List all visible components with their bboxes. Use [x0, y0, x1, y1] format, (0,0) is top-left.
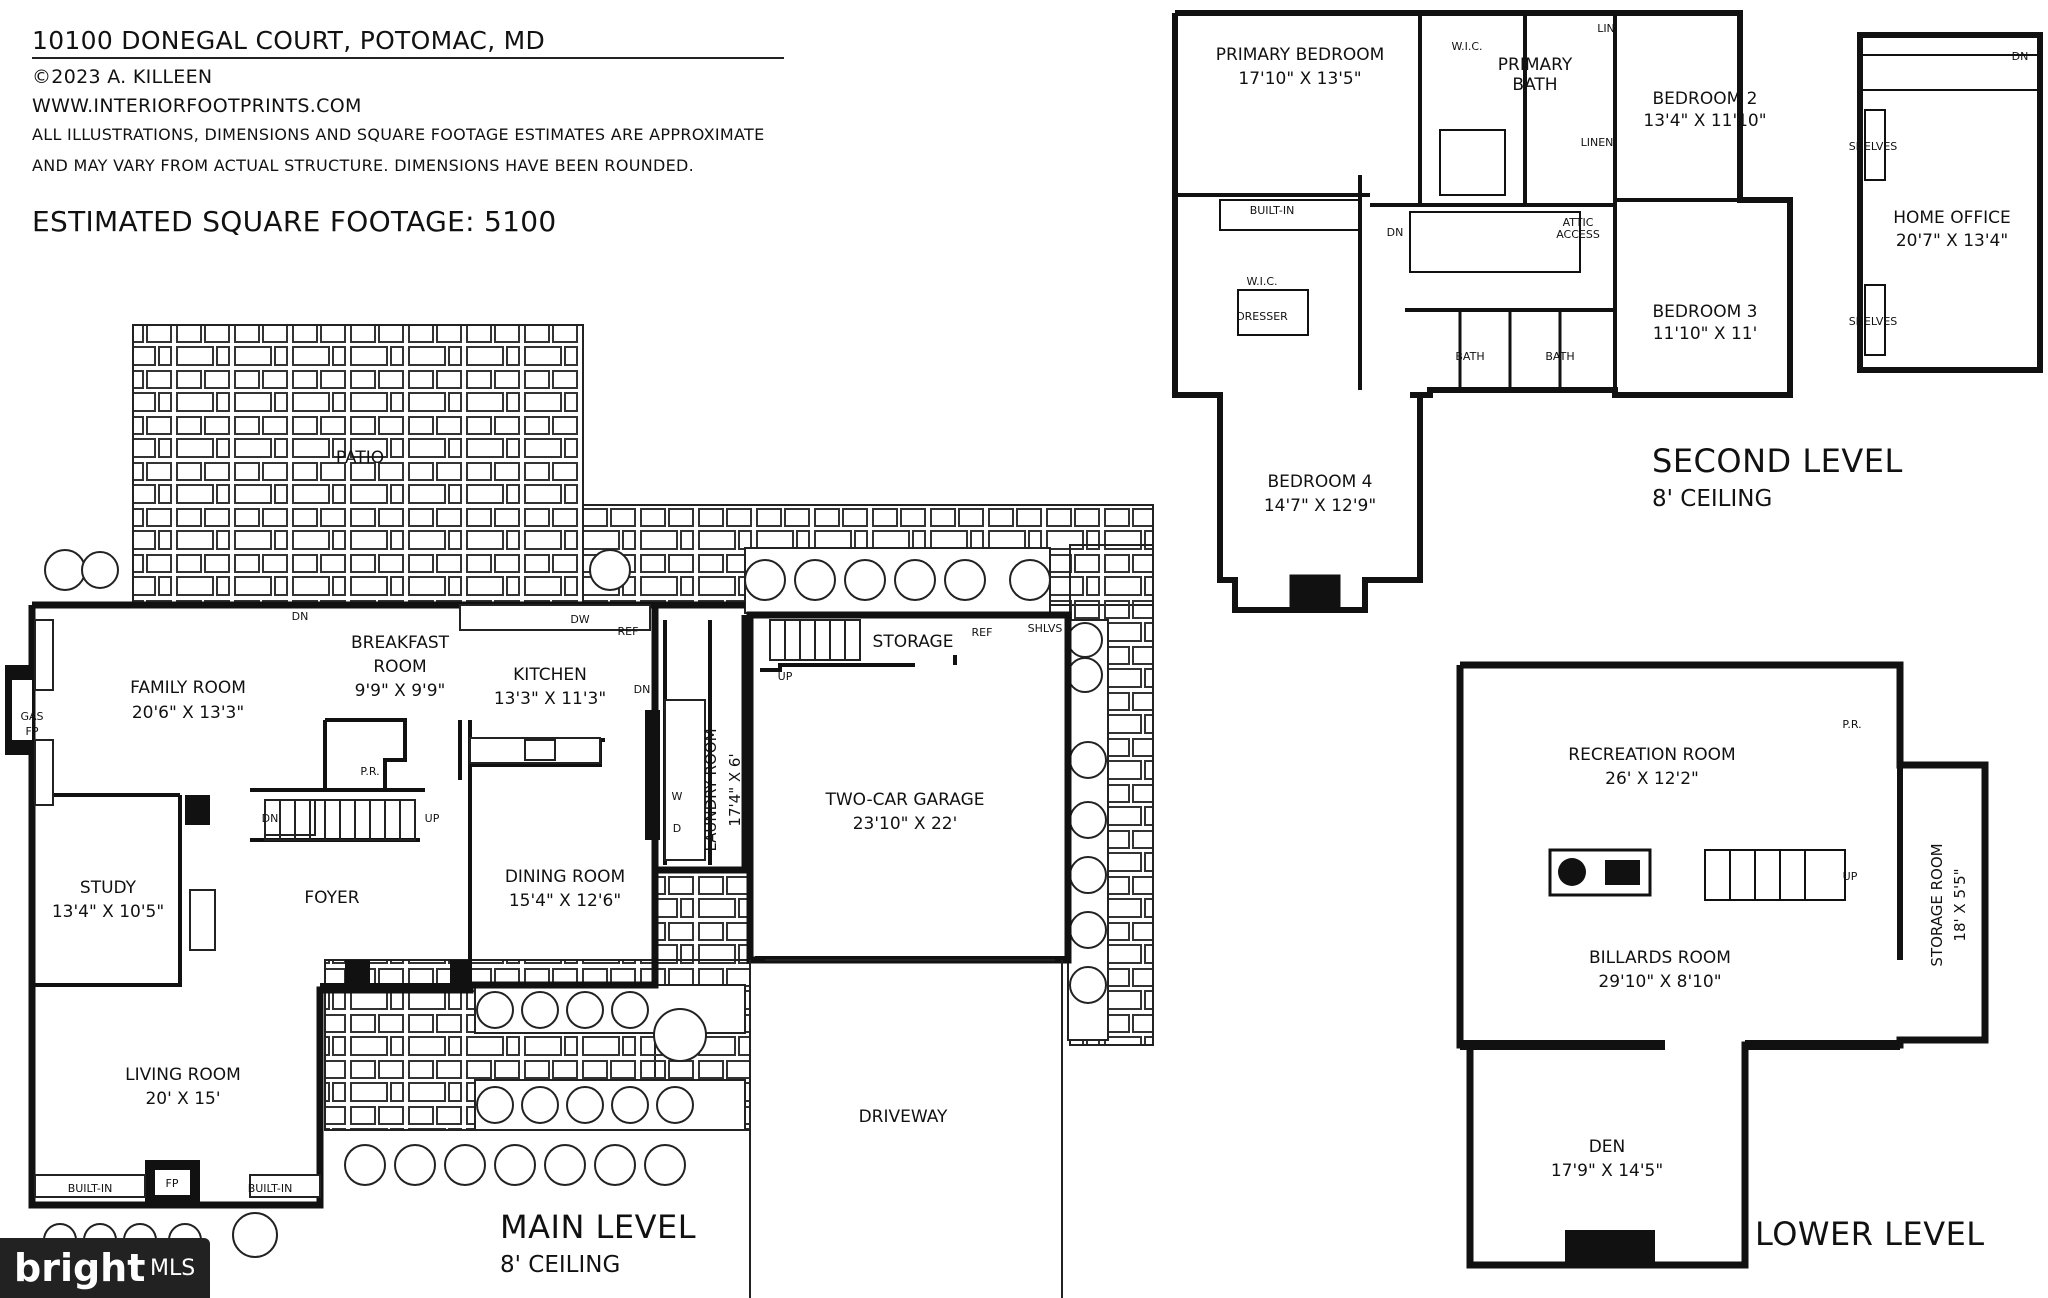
ref-label: REF [618, 625, 639, 638]
living-fp-label: FP [166, 1177, 179, 1190]
bright-mls-logo: bright MLS [0, 1238, 210, 1298]
bath-b-label: BATH [1545, 350, 1574, 363]
bedroom-4-label: BEDROOM 4 [1268, 472, 1373, 492]
linen-label: LINEN [1581, 136, 1614, 149]
primary-bedroom-label: PRIMARY BEDROOM [1216, 45, 1385, 65]
lower-up-label: UP [1843, 870, 1858, 883]
foyer-label: FOYER [304, 888, 359, 908]
primary-bedroom-dims: 17'10" X 13'5" [1238, 69, 1361, 89]
breakfast-room-label-1: BREAKFAST [351, 633, 450, 653]
attic-access-label-1: ATTIC [1563, 216, 1594, 229]
bedroom-2-dims: 13'4" X 11'10" [1643, 111, 1766, 131]
main-level-ceiling: 8' CEILING [500, 1252, 621, 1278]
second-level-plan [1172, 10, 2043, 613]
home-office-label: HOME OFFICE [1893, 208, 2011, 228]
kitchen-label: KITCHEN [513, 665, 587, 685]
second-dn-label: DN [1387, 226, 1404, 239]
driveway-label: DRIVEWAY [859, 1107, 948, 1127]
built-in-left-label: BUILT-IN [68, 1182, 113, 1195]
logo-brand: bright [14, 1246, 146, 1290]
second-level-title: SECOND LEVEL [1652, 442, 1903, 480]
website-link[interactable]: WWW.INTERIORFOOTPRINTS.COM [32, 95, 362, 117]
garage-label: TWO-CAR GARAGE [824, 790, 984, 810]
lower-powder-room-label: P.R. [1842, 718, 1861, 731]
primary-bath-label-2: BATH [1512, 75, 1557, 95]
patio-label: PATIO [336, 448, 384, 468]
bath-a-label: BATH [1455, 350, 1484, 363]
billiards-room-label: BILLARDS ROOM [1589, 948, 1731, 968]
garage-dims: 23'10" X 22' [853, 814, 958, 834]
powder-room-label: P.R. [360, 765, 379, 778]
garage-ref-label: REF [972, 626, 993, 639]
recreation-room-dims: 26' X 12'2" [1605, 769, 1699, 789]
garage-up-label: UP [778, 670, 793, 683]
attic-access-label-2: ACCESS [1556, 228, 1600, 241]
shelves-label-top: SHELVES [1849, 140, 1898, 153]
square-footage-estimate: ESTIMATED SQUARE FOOTAGE: 5100 [32, 205, 557, 238]
kitchen-dims: 13'3" X 11'3" [494, 689, 606, 709]
main-level-plan [5, 324, 1154, 1298]
home-office-dims: 20'7" X 13'4" [1896, 231, 2008, 251]
patio-area [132, 324, 584, 606]
dresser-label: DRESSER [1236, 310, 1288, 323]
gas-fp-label-2: FP [26, 725, 39, 738]
gas-fp-label-1: GAS [20, 710, 43, 723]
den-label: DEN [1589, 1137, 1626, 1157]
second-level-ceiling: 8' CEILING [1652, 486, 1773, 512]
laundry-dn-label: DN [634, 683, 651, 696]
living-room-label: LIVING ROOM [125, 1065, 241, 1085]
disclaimer-line-2: AND MAY VARY FROM ACTUAL STRUCTURE. DIME… [32, 156, 695, 175]
breakfast-room-dims: 9'9" X 9'9" [355, 681, 446, 701]
breakfast-room-label-2: ROOM [373, 657, 426, 677]
recreation-room-label: RECREATION ROOM [1568, 745, 1735, 765]
stair-up-label: UP [425, 812, 440, 825]
stair-dn-label: DN [262, 812, 279, 825]
laundry-room-label: LAUNDRY ROOM [702, 728, 720, 851]
property-address: 10100 DONEGAL COURT, POTOMAC, MD [32, 26, 546, 55]
patio-dn-label: DN [292, 610, 309, 623]
shelves-label-bottom: SHELVES [1849, 315, 1898, 328]
washer-label: W [672, 790, 683, 803]
bedroom-4-dims: 14'7" X 12'9" [1264, 496, 1376, 516]
living-room-dims: 20' X 15' [145, 1089, 220, 1109]
bedroom-3-label: BEDROOM 3 [1653, 302, 1758, 322]
storage-room-dims: 18' X 5'5" [1951, 868, 1969, 941]
laundry-room-dims: 17'4" X 6' [726, 753, 744, 826]
dishwasher-label: DW [570, 613, 589, 626]
storage-room-label: STORAGE ROOM [1928, 843, 1946, 966]
linen-top-label: LIN [1597, 22, 1615, 35]
header-divider [32, 57, 784, 59]
main-level-title: MAIN LEVEL [500, 1208, 697, 1246]
billiards-room-dims: 29'10" X 8'10" [1598, 972, 1721, 992]
primary-bath-label-1: PRIMARY [1498, 55, 1573, 75]
built-in-right-label: BUILT-IN [248, 1182, 293, 1195]
bedroom-2-label: BEDROOM 2 [1653, 89, 1758, 109]
family-room-label: FAMILY ROOM [130, 678, 246, 698]
lower-level-title: LOWER LEVEL [1755, 1215, 1985, 1253]
family-room-dims: 20'6" X 13'3" [132, 703, 244, 723]
dryer-label: D [673, 822, 681, 835]
logo-suffix: MLS [150, 1256, 196, 1281]
dining-room-label: DINING ROOM [505, 867, 625, 887]
study-label: STUDY [80, 878, 137, 898]
copyright-notice: ©2023 A. KILLEEN [32, 66, 213, 88]
wic-top-label: W.I.C. [1451, 40, 1482, 53]
built-in-second-label: BUILT-IN [1250, 204, 1295, 217]
wic-label: W.I.C. [1246, 275, 1277, 288]
shelves-label: SHLVS [1028, 622, 1063, 635]
storage-label: STORAGE [873, 632, 954, 652]
disclaimer-line-1: ALL ILLUSTRATIONS, DIMENSIONS AND SQUARE… [32, 125, 765, 144]
dining-room-dims: 15'4" X 12'6" [509, 891, 621, 911]
bedroom-3-dims: 11'10" X 11' [1653, 324, 1758, 344]
office-dn-label: DN [2012, 50, 2029, 63]
lower-level-plan [1456, 661, 1989, 1269]
den-dims: 17'9" X 14'5" [1551, 1161, 1663, 1181]
study-dims: 13'4" X 10'5" [52, 902, 164, 922]
